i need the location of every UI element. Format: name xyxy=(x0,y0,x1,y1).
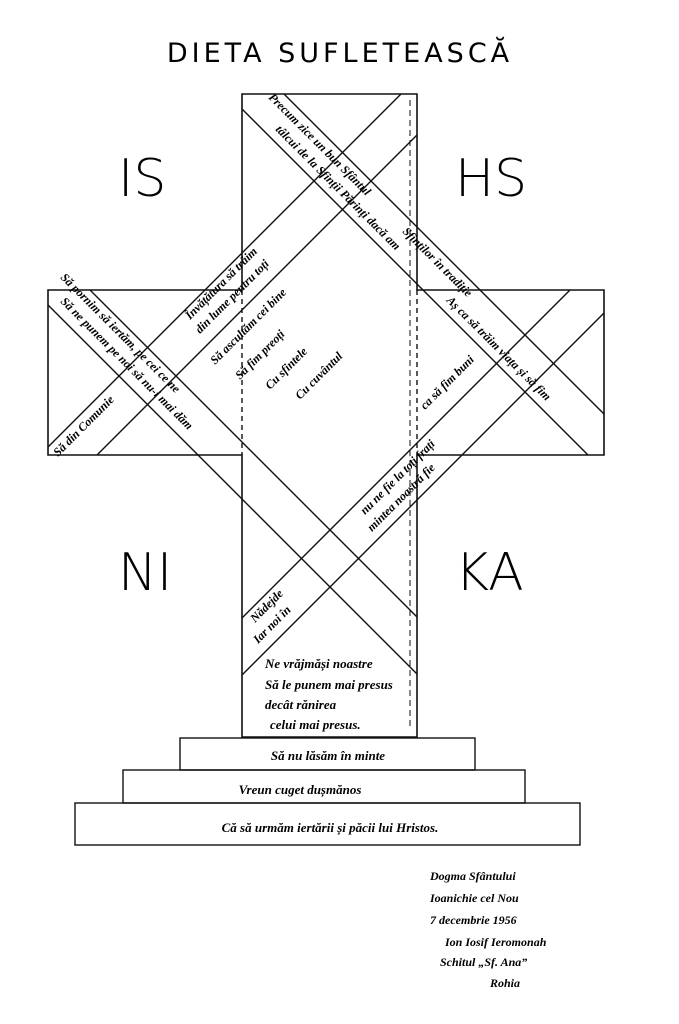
stem-line: Să le punem mai presus xyxy=(265,677,393,692)
step-text-1: Să nu lăsăm în minte xyxy=(271,748,385,763)
stem-line: Ne vrăjmăși noastre xyxy=(264,656,373,672)
diagonal-bands xyxy=(47,93,605,676)
base-steps xyxy=(74,737,581,846)
band-text: Să ne punem pe noi să nu-i mai dăm xyxy=(58,294,196,432)
monogram-hs: HS xyxy=(455,149,527,209)
title: DIETA SUFLETEASCĂ xyxy=(167,36,513,69)
step-text-2: Vreun cuget dușmănos xyxy=(239,782,362,798)
monogram-is: IS xyxy=(118,149,166,209)
signature-line: Schitul „Sf. Ana” xyxy=(440,955,527,969)
signature-line: Ioanichie cel Nou xyxy=(429,891,519,905)
band-text: Precum zice un bun Sfântul xyxy=(266,90,374,198)
stem-line: decât rănirea xyxy=(265,697,337,712)
band-text: tâlcui de la Sfinții Părinți dacă am xyxy=(272,122,403,253)
monogram-ka: KA xyxy=(455,543,524,603)
band-text: Aș ca să trăim viața și să fim xyxy=(442,293,554,405)
band-text: Să din Comunie xyxy=(50,392,117,459)
stem-text: Ne vrăjmăși noastre Să le punem mai pres… xyxy=(264,656,393,732)
signature-block: Dogma Sfântului Ioanichie cel Nou 7 dece… xyxy=(429,869,547,990)
step-text-3: Că să urmăm iertării și păcii lui Hristo… xyxy=(222,820,439,836)
band-text: ca să fim buni xyxy=(417,352,477,412)
signature-line: 7 decembrie 1956 xyxy=(430,913,517,927)
monogram-ni: NI xyxy=(118,543,172,603)
signature-line: Ion Iosif Ieromonah xyxy=(444,935,547,949)
stem-line: celui mai presus. xyxy=(270,717,361,732)
signature-line: Dogma Sfântului xyxy=(429,869,516,883)
signature-line: Rohia xyxy=(489,976,520,990)
